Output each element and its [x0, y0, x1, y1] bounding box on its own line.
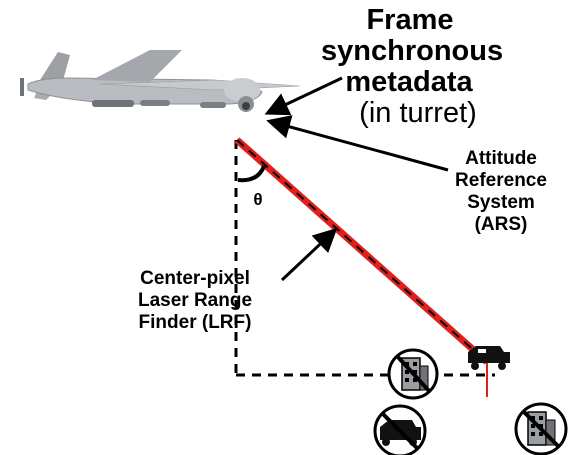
metadata-arrow: [264, 76, 343, 116]
building-crossed-icon: [514, 402, 568, 455]
truck-icon: [468, 346, 510, 370]
drone-icon: [20, 50, 301, 112]
lrf-arrow: [280, 227, 338, 282]
ars-label-line1: Attitude: [465, 148, 537, 169]
angle-arc: [237, 165, 266, 183]
laser-line-dashes: [236, 139, 488, 363]
ars-label-line4: (ARS): [474, 214, 528, 235]
lrf-label-line1: Center-pixel: [140, 268, 250, 289]
ars-label-line2: Reference: [455, 170, 547, 191]
truck-crossed-icon: [373, 404, 427, 455]
building-crossed-icon: [387, 348, 439, 400]
metadata-label-line2: synchronous: [321, 35, 504, 67]
ars-label-line3: System: [467, 192, 535, 213]
lrf-label-line2: Laser Range: [137, 290, 253, 311]
lrf-label-line3: Finder (LRF): [138, 312, 252, 333]
angle-label: θ: [253, 190, 263, 209]
metadata-label-line3: metadata: [345, 66, 473, 98]
metadata-label-line1: Frame: [366, 4, 454, 36]
ars-arrow: [266, 115, 449, 172]
metadata-label-line4: (in turret): [359, 97, 477, 129]
